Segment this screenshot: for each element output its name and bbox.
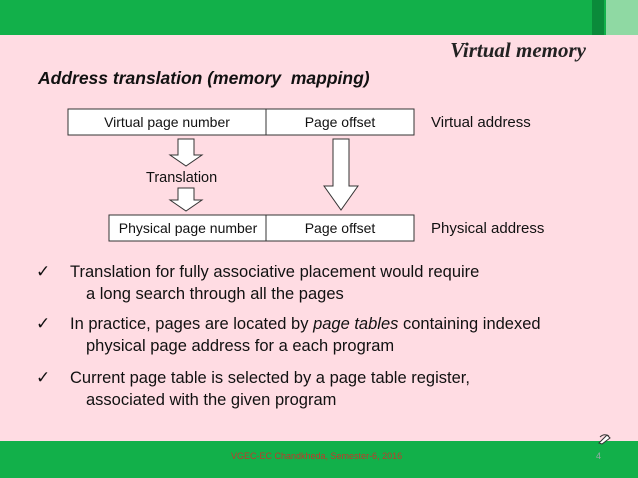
bullet-2-line-1-start: In practice, pages are located by: [70, 315, 314, 333]
bullet-1-line-2: a long search through all the pages: [86, 285, 344, 303]
virtual-page-number-box: [67, 108, 267, 136]
slide-heading: Virtual memory: [450, 38, 586, 62]
top-bar-stripe-dark: [592, 0, 604, 35]
top-bar-stripe-light: [606, 0, 638, 35]
physical-page-offset-label: Page offset: [305, 220, 376, 236]
bullet-3-line-2: associated with the given program: [86, 391, 337, 409]
translation-label: Translation: [146, 170, 217, 186]
bullet-1-line-1: Translation for fully associative placem…: [70, 263, 480, 281]
physical-page-number-label: Physical page number: [119, 220, 258, 236]
bullet-1-text: Translation for fully associative placem…: [70, 261, 479, 305]
virtual-page-offset-label: Page offset: [305, 114, 376, 130]
page-number: 4: [596, 451, 602, 461]
pen-icon: [598, 434, 611, 445]
bullet-2-line-2: physical page address for a each program: [86, 337, 395, 355]
physical-page-offset-box: [265, 214, 415, 242]
top-bar: [0, 0, 638, 35]
bullet-2-line-1: In practice, pages are located by page t…: [70, 313, 541, 335]
bullet-2-line-1-end: containing indexed: [398, 315, 541, 333]
translation-arrow-lower: [168, 187, 204, 212]
checkmark-icon: ✓: [36, 262, 51, 281]
translation-arrow-upper: [168, 138, 204, 167]
checkmark-icon: ✓: [36, 368, 51, 387]
virtual-page-offset-box: [265, 108, 415, 136]
virtual-page-number-label: Virtual page number: [104, 114, 230, 130]
physical-page-number-box: [108, 214, 267, 242]
virtual-address-label: Virtual address: [431, 114, 531, 131]
footer-text: VGEC-EC Chandkheda, Semester-6, 2016: [231, 451, 403, 461]
checkmark-icon: ✓: [36, 314, 51, 333]
bullet-2-emphasis: page tables: [313, 315, 399, 333]
bullet-3-line-1: Current page table is selected by a page…: [70, 369, 470, 387]
physical-address-label: Physical address: [431, 220, 544, 237]
bullet-3-text: Current page table is selected by a page…: [70, 367, 470, 411]
bullet-2-text: In practice, pages are located by page t…: [70, 313, 541, 357]
slide-title: Address translation (memory mapping): [38, 68, 370, 88]
bottom-bar: [0, 441, 638, 478]
page-offset-arrow: [323, 138, 359, 211]
